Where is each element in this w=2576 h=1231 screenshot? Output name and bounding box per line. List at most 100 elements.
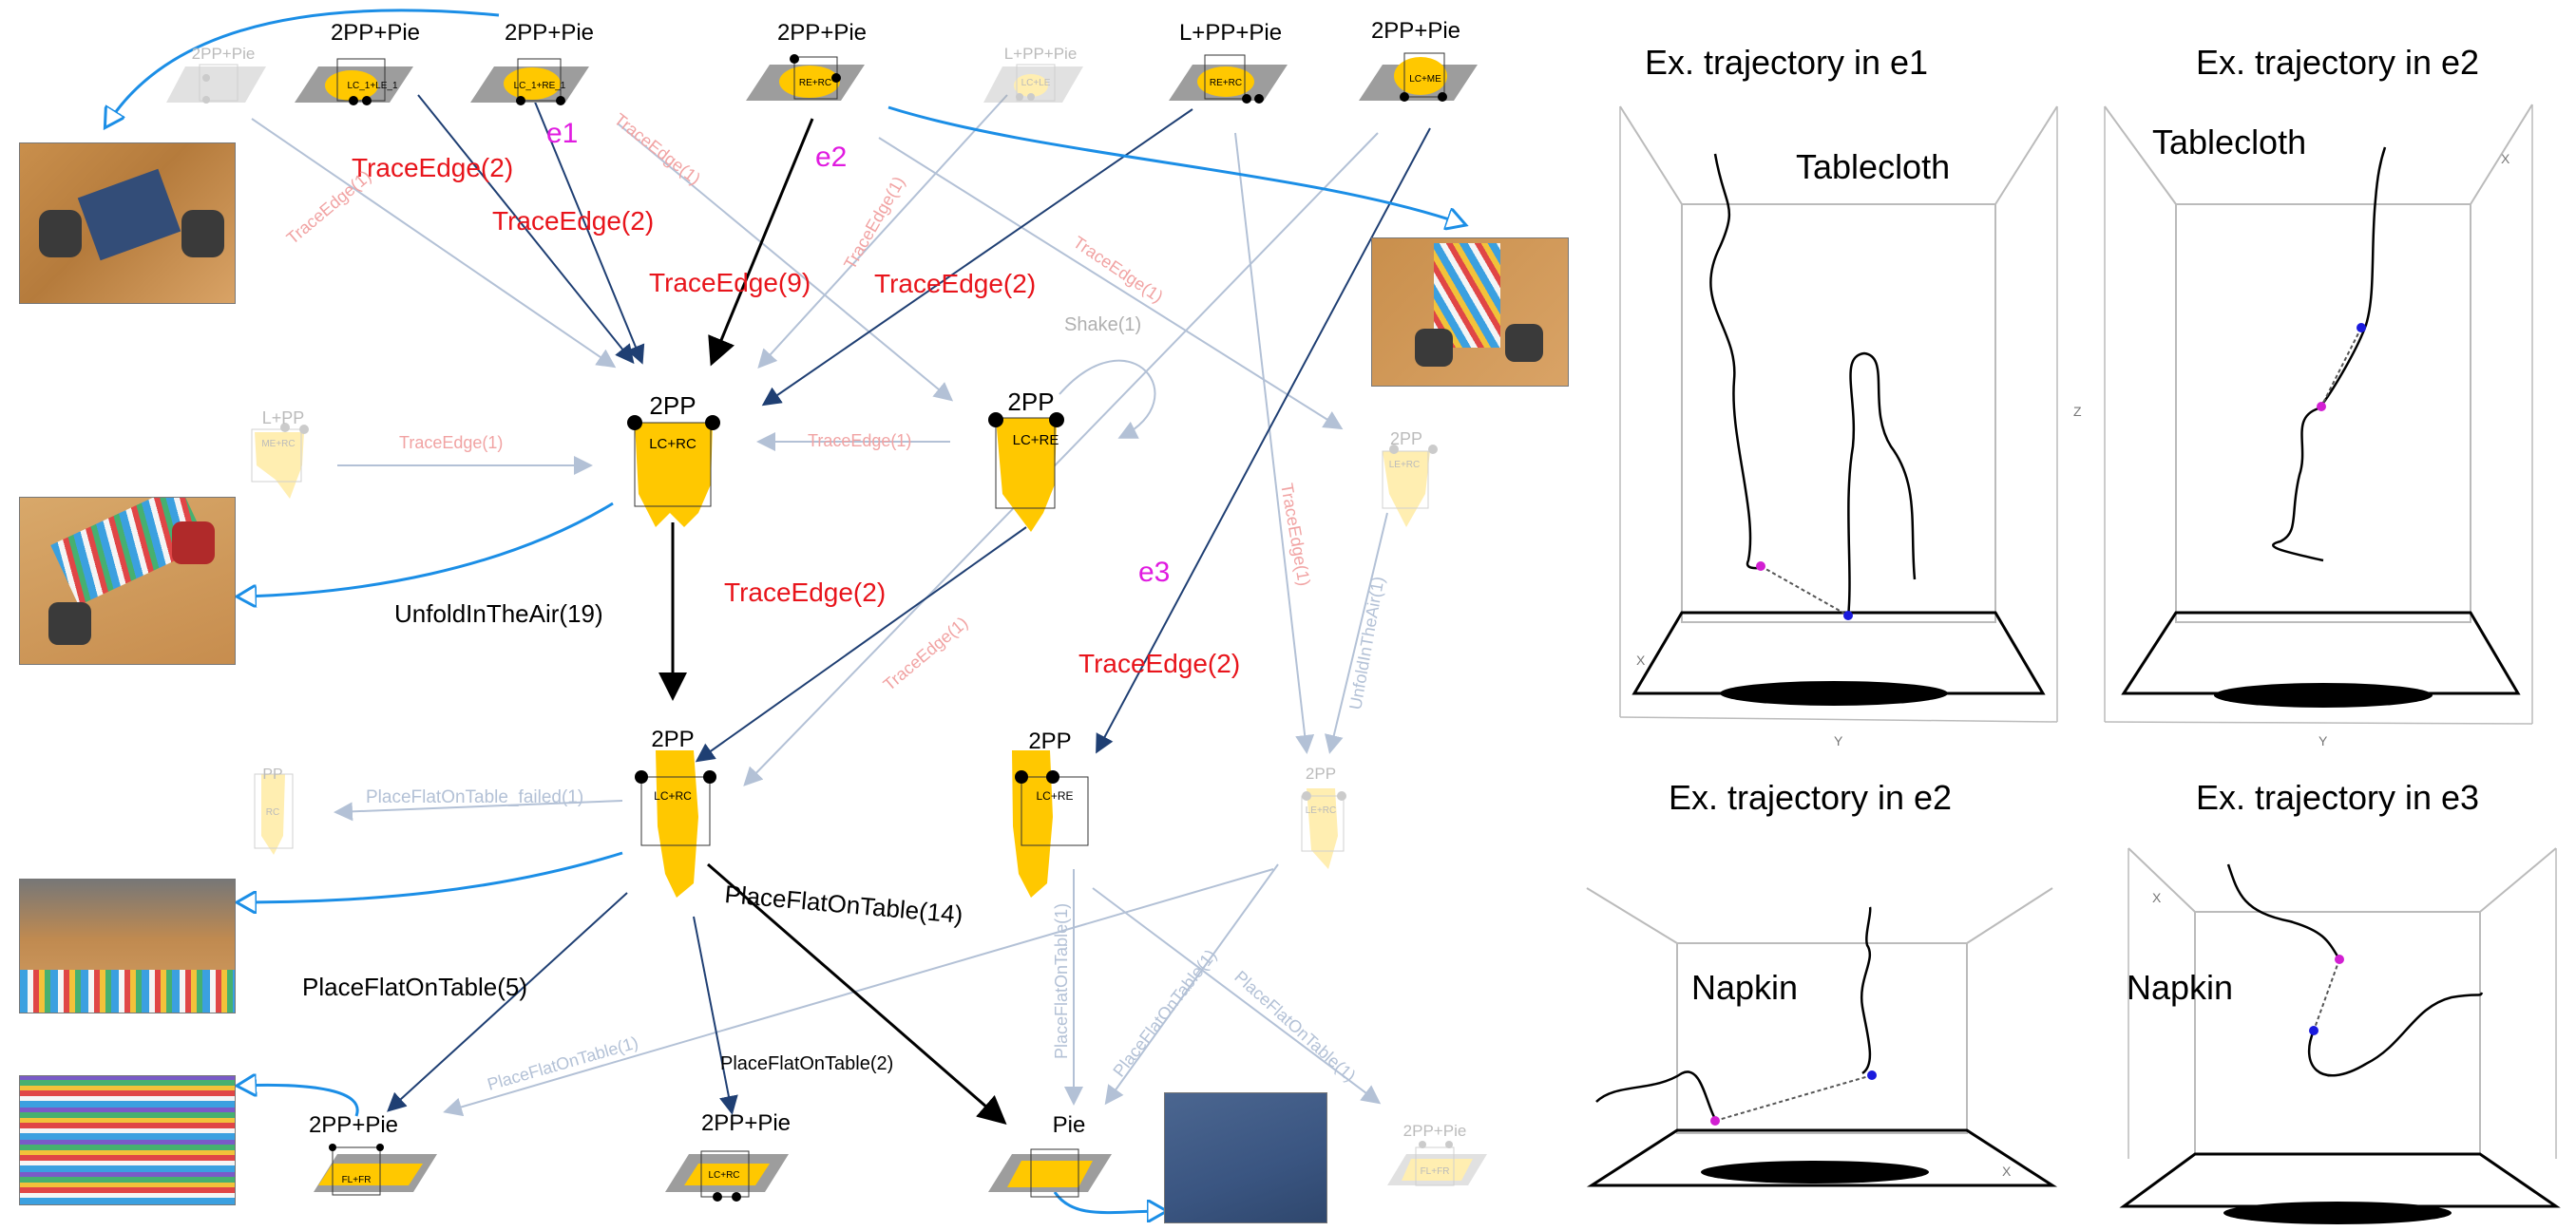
edge-faded [334, 800, 623, 822]
state-mid-2pp-a [627, 415, 720, 527]
edge-label-red: TraceEdge(9) [649, 268, 811, 297]
edge-dark [1096, 127, 1431, 754]
grasp-label: FL+FR [342, 1175, 372, 1185]
trajectory-curve [2226, 863, 2341, 960]
edge-dark [531, 94, 645, 365]
grasp-label: LC_1+RE_1 [514, 81, 566, 91]
state-top-lpp-pie [1169, 54, 1288, 104]
trajectory-panel-4: Ex. trajectory in e3 Napkin X [2119, 778, 2561, 1224]
grasp-label: RE+RC [1210, 78, 1242, 88]
image-link-arrow [239, 502, 614, 597]
edge-label-shake: Shake(1) [1064, 314, 1141, 335]
state-bot-faded-2pp-pie [1387, 1141, 1487, 1186]
state-top-faded-2pp-pie [166, 64, 266, 104]
edge-dark [761, 108, 1193, 407]
trajectory-curve [1595, 1070, 1717, 1120]
edge-black [707, 862, 1007, 1125]
grasp-label: RE+RC [799, 78, 831, 88]
state-top-2pp-pie-c [746, 54, 865, 101]
state-bot-2pp-pie-a [314, 1144, 437, 1196]
edge-label-faded: TraceEdge(1) [611, 109, 705, 188]
state-title: L+PP+Pie [1004, 45, 1078, 63]
edge-label-faded: TraceEdge(1) [880, 613, 972, 694]
trajectory-panel-1: Ex. trajectory in e1 Tablecloth X Y Z [1619, 43, 2082, 748]
photo-glove [1505, 324, 1543, 362]
panel-title: Ex. trajectory in e2 [1669, 778, 1952, 817]
trajectory-panel-3: Ex. trajectory in e2 Napkin X [1586, 778, 2058, 1187]
photo-cloth-flat-blue [1164, 1092, 1327, 1223]
state-bot-pie [988, 1148, 1112, 1198]
photo-glove [48, 602, 91, 645]
state-title: PP [262, 767, 282, 783]
axis-label: Y [2318, 733, 2328, 748]
state-mid-faded-lpp [251, 423, 309, 499]
episode-tag: e1 [546, 118, 578, 149]
image-link-arrow [239, 1085, 359, 1117]
trajectory-curve [2307, 992, 2484, 1077]
panel-object-label: Tablecloth [2152, 123, 2306, 161]
state-mid-faded-2pp [1382, 445, 1438, 527]
panel-title: Ex. trajectory in e1 [1645, 43, 1928, 82]
panel-title: Ex. trajectory in e3 [2196, 778, 2479, 817]
trajectory-curve [1860, 906, 1872, 1075]
grasp-label: LC+RE [1013, 432, 1059, 448]
trajectory-marker [1843, 611, 1853, 620]
photo-unfold-in-air [19, 497, 236, 665]
edge-faded [1092, 887, 1382, 1105]
state-title: 2PP+Pie [1403, 1122, 1467, 1140]
edge-faded [443, 868, 1274, 1117]
state-title: 2PP+Pie [309, 1112, 398, 1138]
edge-label-black: PlaceFlatOnTable(14) [723, 880, 964, 929]
state-title: L+PP [262, 408, 305, 427]
image-link-arrow [106, 9, 500, 125]
trajectory-marker [1756, 561, 1765, 571]
edge-faded [251, 118, 617, 369]
episode-tag: e2 [815, 142, 847, 173]
grasp-label: LC+LE [1021, 78, 1051, 88]
image-link-arrow [239, 851, 623, 902]
edge-label-faded: TraceEdge(1) [808, 431, 911, 450]
edge-dark [693, 916, 738, 1115]
panel-object-label: Napkin [1691, 968, 1798, 1007]
edge-dark [417, 94, 635, 365]
state-title: 2PP [651, 727, 694, 752]
edge-label-faded: TraceEdge(1) [1070, 233, 1167, 307]
trajectory-curve [2272, 146, 2387, 562]
grasp-label: ME+RC [261, 439, 295, 449]
edge-label-faded: TraceEdge(1) [399, 433, 503, 452]
photo-cloth-flat-striped [19, 1075, 236, 1205]
state-title: 2PP+Pie [505, 20, 594, 46]
edge-label-faded: UnfoldInTheAir(1) [1345, 575, 1387, 710]
trajectory-curve [1709, 153, 1764, 570]
grasp-label: LC+RC [649, 436, 696, 452]
edge-label-faded: PlaceFlatOnTable(1) [486, 1032, 640, 1093]
state-top-faded-lpp-pie [983, 64, 1083, 103]
trajectory-curve [1846, 351, 1917, 618]
edge-faded [743, 132, 1379, 786]
state-title: L+PP+Pie [1179, 20, 1282, 46]
grasp-label: RC [266, 807, 279, 818]
edge-dark [695, 526, 1027, 763]
state-title: 2PP+Pie [331, 20, 420, 46]
photo-glove [39, 210, 82, 257]
edge-faded [878, 137, 1344, 430]
edge-label-red: TraceEdge(2) [874, 269, 1036, 298]
edge-label-faded: PlaceFlatOnTable(1) [1052, 903, 1071, 1059]
edge-label-faded: TraceEdge(1) [1277, 482, 1314, 587]
state-low-2pp-a [635, 750, 716, 898]
edge-label-red: TraceEdge(2) [1078, 649, 1240, 678]
edge-faded [1234, 132, 1315, 754]
edge-labels: TraceEdge(2) TraceEdge(2) TraceEdge(9) T… [283, 109, 1388, 1093]
axis-label: X [2152, 890, 2162, 905]
photo-glove [1415, 329, 1453, 367]
panel-object-label: Tablecloth [1796, 147, 1950, 186]
grasp-label: FL+FR [1421, 1166, 1450, 1177]
trajectory-marker [1867, 1070, 1877, 1080]
state-low-faded-2pp [1301, 788, 1346, 869]
state-top-2pp-pie-d [1359, 52, 1478, 102]
edge-shake-loop [1059, 359, 1156, 439]
edge-label-faded: TraceEdge(1) [840, 173, 908, 273]
photo-hands-grasp-cloth-corners [19, 142, 236, 304]
photo-cloth-patch [20, 970, 235, 1013]
